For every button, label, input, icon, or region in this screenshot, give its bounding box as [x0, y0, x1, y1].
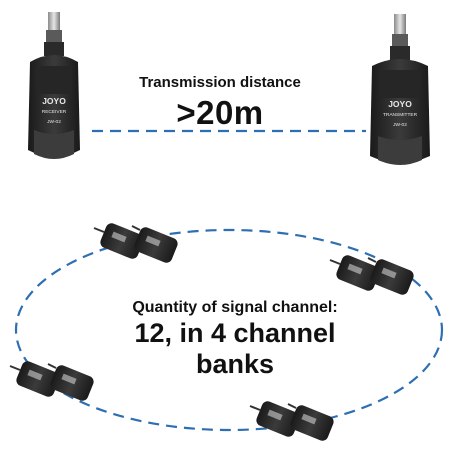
- transmitter-brand: JOYO: [388, 99, 412, 109]
- channel-pair-bottom: [249, 398, 337, 444]
- channel-dashed-ellipse: [14, 228, 444, 432]
- channel-pair-right: [329, 252, 417, 298]
- transmission-distance-value: >20m: [176, 94, 264, 131]
- receiver-model: JW-02: [47, 119, 61, 125]
- signal-channel-label: Quantity of signal channel:: [132, 299, 338, 316]
- transmitter-model: JW-02: [393, 122, 407, 128]
- receiver-device: JOYO RECEIVER JW-02: [28, 12, 80, 159]
- channel-pair-left: [9, 358, 97, 404]
- receiver-brand: JOYO: [42, 96, 66, 106]
- transmitter-device: JOYO TRANSMITTER JW-02: [370, 14, 430, 165]
- channel-pair-top-left: [93, 220, 181, 266]
- signal-channel-value: 12, in 4 channel banks: [134, 318, 336, 379]
- transmitter-role: TRANSMITTER: [383, 112, 418, 118]
- receiver-role: RECEIVER: [42, 109, 67, 115]
- transmission-distance-label: Transmission distance: [139, 74, 301, 91]
